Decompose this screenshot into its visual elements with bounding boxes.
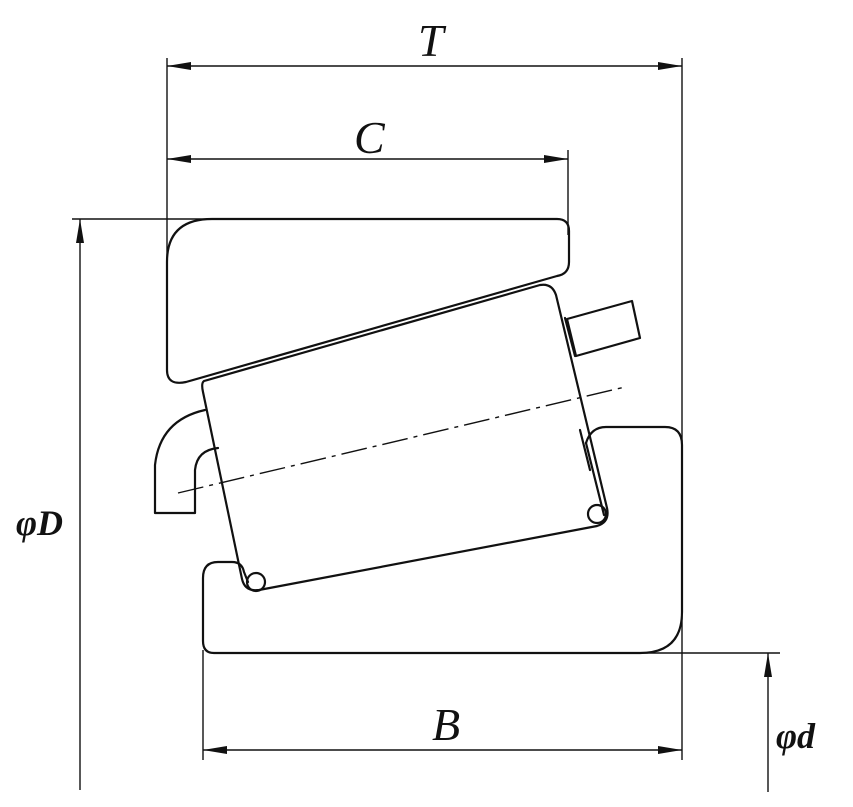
cage-right-fragment — [565, 299, 642, 358]
cage-right-connector — [563, 316, 577, 358]
label-C: C — [354, 112, 386, 163]
roller-center-line — [177, 386, 626, 494]
dimension-C — [167, 155, 568, 163]
label-T: T — [418, 15, 447, 66]
label-phi-d: φd — [776, 716, 816, 756]
dimension-B — [203, 746, 682, 754]
roller-end-fillet-left — [245, 571, 267, 593]
inner-ring-rib-top-edge — [578, 428, 592, 472]
dimension-phi-D — [76, 219, 84, 790]
inner-ring — [201, 425, 684, 655]
dimension-T — [167, 62, 682, 70]
outer-ring — [165, 217, 571, 384]
cage-left-fragment — [153, 408, 220, 515]
dimension-phi-d — [764, 653, 772, 792]
label-B: B — [432, 699, 460, 750]
inner-ring-rib-top — [584, 441, 606, 517]
roller-end-fillet-right — [586, 503, 608, 525]
tapered-roller — [201, 283, 609, 592]
label-phi-D: φD — [16, 503, 63, 543]
